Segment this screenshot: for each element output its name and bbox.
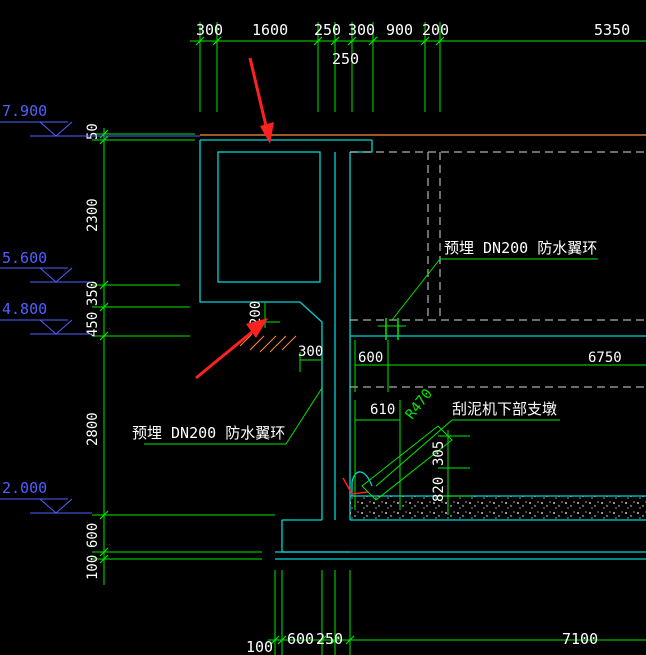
dim-top-250: 250 [314, 21, 341, 39]
red-arrow-lower [195, 318, 268, 380]
gravel-strip [350, 496, 646, 520]
dim-top-900: 900 [386, 21, 413, 39]
dim-200-ledge: 200 [248, 301, 264, 326]
level-texts: 7.900 5.600 4.800 2.000 [2, 102, 47, 497]
ledge-hatch [239, 333, 297, 353]
dim-r470: R470 [403, 386, 436, 422]
bottom-dimension-texts: 100 600 250 7100 [246, 630, 598, 655]
dim-left-600: 600 [85, 523, 101, 548]
dim-610: 610 [370, 402, 395, 418]
level-2000: 2.000 [2, 479, 47, 497]
dim-left-2300: 2300 [85, 198, 101, 232]
dim-left-350: 350 [85, 281, 101, 306]
wall-structure [199, 134, 646, 560]
dim-left-50: 50 [85, 123, 101, 140]
level-markers [0, 121, 200, 514]
dim-bottom-100: 100 [246, 638, 273, 655]
dim-top-300: 300 [196, 21, 223, 39]
red-mark-corner [342, 477, 369, 495]
dim-305: 305 [431, 441, 447, 466]
inner-dimension-texts: 200 300 600 6750 610 R470 305 820 [248, 301, 622, 502]
dim-bottom-250: 250 [316, 630, 343, 648]
dim-bottom-7100: 7100 [562, 630, 598, 648]
dim-600: 600 [358, 350, 383, 366]
label-sleeve-lower: 预埋 DN200 防水翼环 [132, 424, 285, 442]
dim-top-5350: 5350 [594, 21, 630, 39]
dim-bottom-600: 600 [287, 630, 314, 648]
dim-top-250-below: 250 [332, 50, 359, 68]
dim-6750: 6750 [588, 350, 622, 366]
dim-300-ledge: 300 [298, 344, 323, 360]
label-scraper-support: 刮泥机下部支墩 [452, 400, 557, 418]
level-7900: 7.900 [2, 102, 47, 120]
dim-top-1600: 1600 [252, 21, 288, 39]
dim-left-100: 100 [85, 555, 101, 580]
inner-dimensions [258, 302, 646, 515]
level-5600: 5.600 [2, 249, 47, 267]
top-dimension-texts: 300 1600 250 300 900 200 5350 250 [196, 21, 630, 68]
left-dimension-chain [92, 128, 275, 585]
label-sleeve-upper: 预埋 DN200 防水翼环 [444, 239, 597, 257]
dim-top-300b: 300 [348, 21, 375, 39]
dashed-tank-outline [350, 151, 646, 388]
left-dimension-texts: 50 2300 350 450 2800 600 100 [85, 123, 101, 580]
dim-820: 820 [431, 477, 447, 502]
dim-left-2800: 2800 [85, 412, 101, 446]
dim-left-450: 450 [85, 312, 101, 337]
bottom-dimension-chain [268, 570, 646, 655]
annotation-texts: 预埋 DN200 防水翼环 预埋 DN200 防水翼环 刮泥机下部支墩 [132, 239, 597, 442]
red-arrow-upper [248, 57, 274, 144]
annotation-leaders [144, 258, 598, 487]
top-dimension-chain [190, 22, 646, 112]
dim-top-200: 200 [422, 21, 449, 39]
level-4800: 4.800 [2, 300, 47, 318]
